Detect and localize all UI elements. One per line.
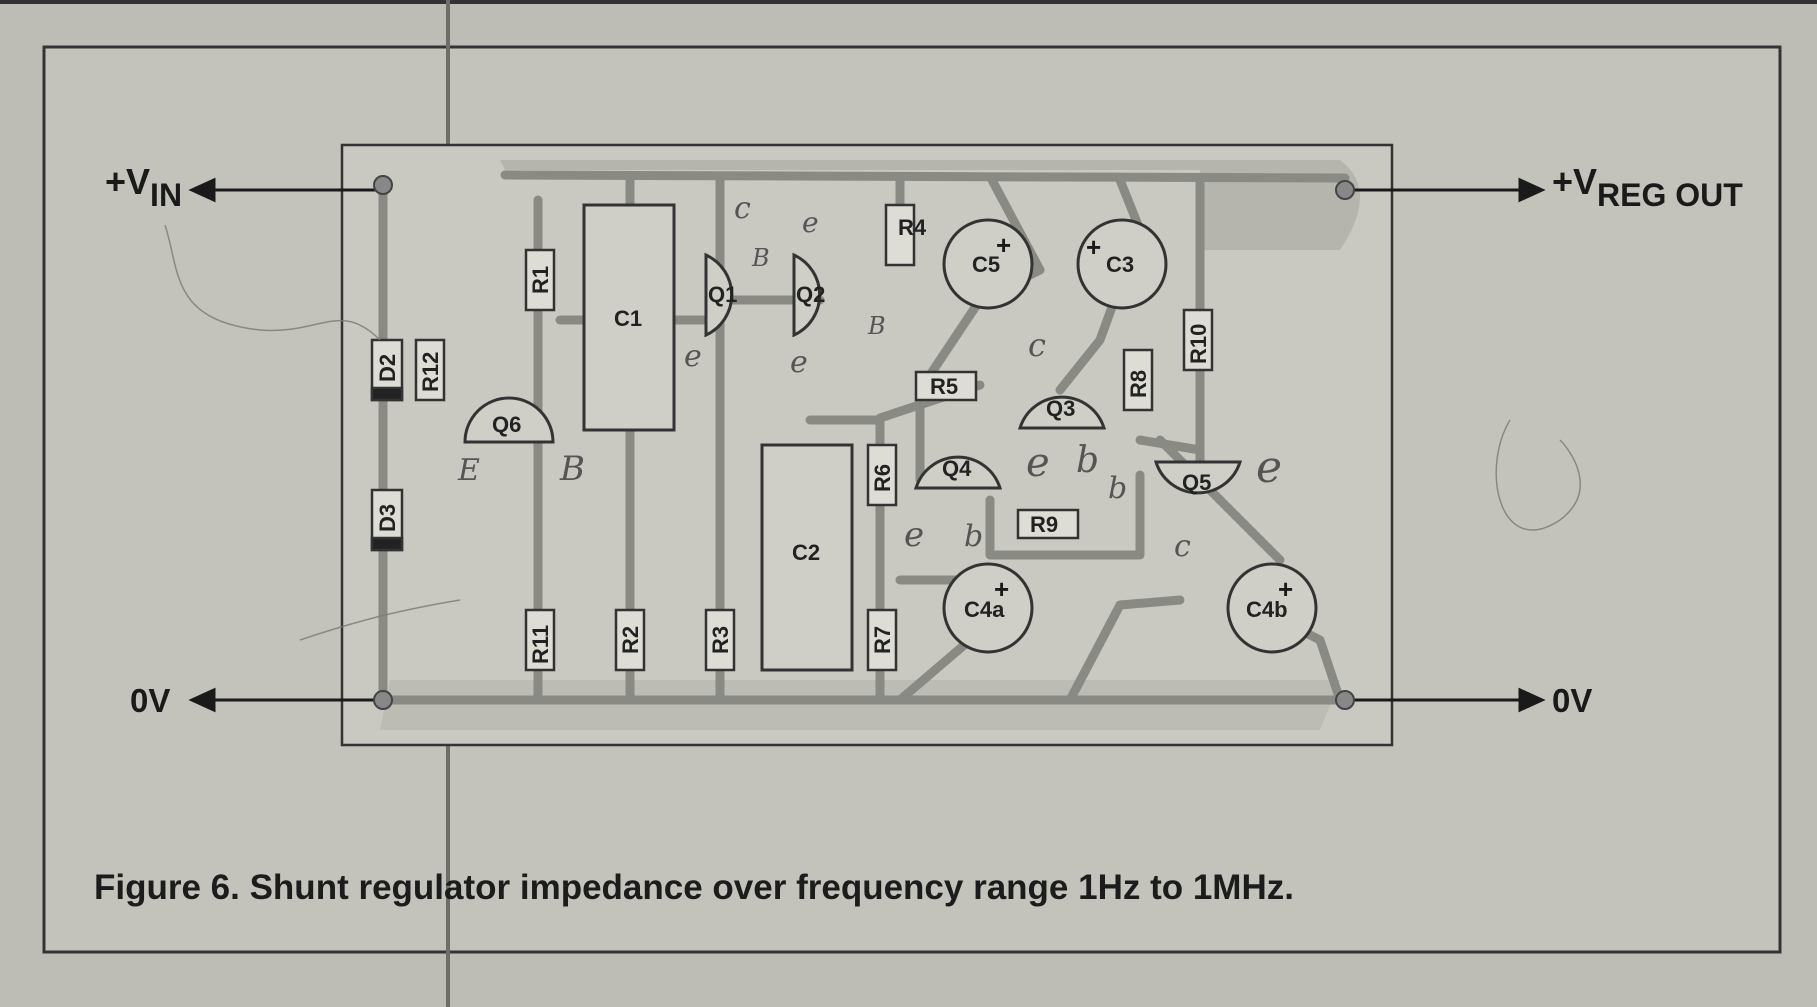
resistor-r8 [1122,348,1154,412]
handwritten-c1: c [734,191,751,226]
polarity-c4b: + [1278,574,1293,604]
transistor-q1 [704,252,734,338]
label-r10: R10 [1186,324,1211,364]
label-r4: R4 [898,215,927,240]
handwritten-c2: c [1028,326,1046,364]
ground-copper [380,680,1340,730]
resistor-r5 [914,370,978,402]
label-r6: R6 [870,464,895,492]
pencil-scribbles [164,224,1581,641]
resistor-r9 [1016,508,1080,540]
resistor-r10 [1182,308,1214,372]
transistor-q5 [1153,460,1243,495]
label-r11: R11 [528,625,553,664]
diodes [370,338,404,552]
label-r12: R12 [418,352,443,392]
resistor-r1 [524,248,556,312]
top-rule [0,0,1817,4]
handwritten-e7: e [904,515,924,555]
handwritten-e4: e [1026,440,1050,486]
transistor-q4 [913,455,1003,490]
label-gnd-right: 0V [1552,682,1592,719]
capacitor-c5 [942,218,1034,310]
label-r2: R2 [618,626,643,654]
transistor-q3 [1017,395,1107,430]
diode-d3-band [370,536,404,552]
capacitor-c1 [582,203,676,432]
handwritten-e2: e [684,339,702,374]
resistor-r7 [866,608,898,672]
label-vin: +VIN [105,161,182,213]
label-c3: C3 [1106,252,1134,277]
label-q5: Q5 [1182,470,1211,495]
resistor-r2 [614,608,646,672]
capacitor-c4a [942,562,1034,654]
terminal-arrows [188,177,1546,713]
transistor-q2 [792,252,822,338]
label-r8: R8 [1126,370,1151,398]
figure-caption: Figure 6. Shunt regulator impedance over… [94,868,1294,907]
handwritten-e5: e [1256,442,1282,493]
resistor-r3 [704,608,736,672]
label-r9: R9 [1030,512,1058,537]
handwritten-b3: b [1076,440,1099,481]
label-q1: Q1 [708,282,737,307]
polarity-c3: + [1086,232,1101,262]
label-q2: Q2 [796,282,825,307]
capacitor-c3 [1076,218,1168,310]
label-vout: +VREG OUT [1552,161,1743,213]
transistor-q6 [463,396,555,444]
label-d3: D3 [375,504,400,532]
terminal-pads [373,175,1355,710]
label-c4b: C4b [1246,597,1288,622]
diode-d2-band [370,386,404,402]
label-r5: R5 [930,374,958,399]
handwritten-e3: e [790,345,808,380]
label-c2: C2 [792,540,820,565]
handwritten-b2: B [867,312,886,340]
handwritten-b4: b [1108,471,1127,506]
handwritten-b6: b [964,519,983,554]
resistor-r6 [866,443,898,507]
label-r1: R1 [528,266,553,294]
polarity-c4a: + [994,574,1009,604]
copper-fill [500,160,1360,250]
label-r3: R3 [708,626,733,654]
label-r7: R7 [870,626,895,654]
label-gnd-left: 0V [130,682,170,719]
label-c1: C1 [614,306,642,331]
resistor-r12 [414,338,446,402]
polarity-c5: + [996,230,1011,260]
handwritten-b5: B [559,449,585,489]
label-q3: Q3 [1046,396,1075,421]
handwritten-e1: e [802,206,819,239]
capacitor-c4b [1226,562,1318,654]
capacitors [582,203,1318,672]
label-q4: Q4 [942,456,972,481]
resistor-r4 [884,203,916,267]
label-d2: D2 [375,354,400,382]
handwritten-c3: c [1174,529,1191,564]
label-c4a: C4a [964,597,1005,622]
handwritten-b1: B [751,244,770,272]
label-q6: Q6 [492,412,521,437]
capacitor-c2 [760,443,854,672]
resistor-r11 [524,608,556,672]
transistors [463,252,1243,495]
handwritten-e6: E [457,453,480,488]
resistors [414,203,1214,672]
label-c5: C5 [972,252,1000,277]
